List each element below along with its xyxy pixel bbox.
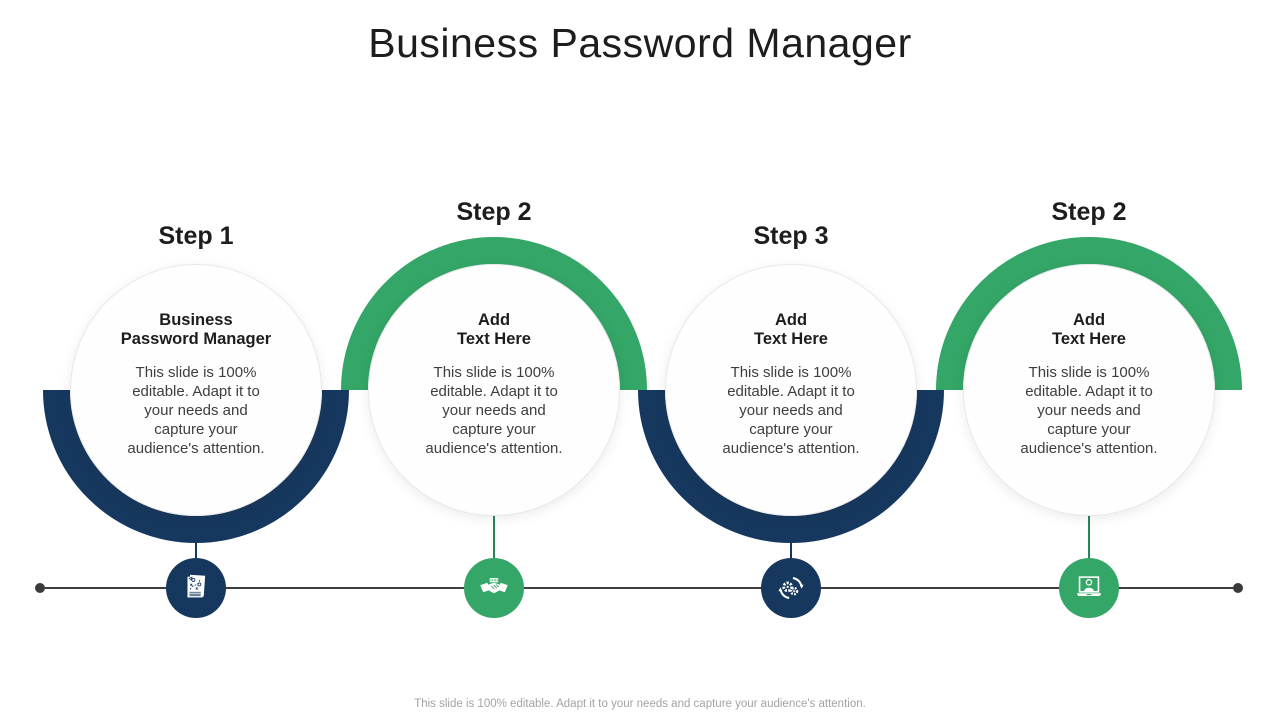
step-group-3: Step 3 Add Text Here This slide is 100% … bbox=[638, 223, 944, 543]
step-circle bbox=[963, 264, 1215, 516]
page-title: Business Password Manager bbox=[368, 20, 912, 66]
step-description: This slide is 100% editable. Adapt it to… bbox=[1020, 364, 1158, 457]
handshake-icon bbox=[480, 578, 508, 594]
step-label: Step 2 bbox=[1051, 198, 1127, 226]
timeline-start-dot bbox=[35, 583, 45, 593]
strategy-document-icon bbox=[187, 574, 206, 598]
step-heading: Add Text Here bbox=[754, 311, 828, 348]
step-label: Step 2 bbox=[456, 198, 532, 226]
step-heading: Add Text Here bbox=[1052, 311, 1126, 348]
step-group-4: Step 2 Add Text Here This slide is 100% … bbox=[936, 199, 1242, 543]
process-gears-icon bbox=[778, 577, 804, 599]
step-heading: Business Password Manager bbox=[120, 311, 272, 348]
timeline-end-dot bbox=[1233, 583, 1243, 593]
timeline-line bbox=[40, 587, 1238, 589]
step-description: This slide is 100% editable. Adapt it to… bbox=[127, 364, 265, 457]
connector-line-step3 bbox=[790, 512, 792, 588]
step-group-1: Step 1 Business Password Manager This sl… bbox=[43, 223, 349, 543]
step-circle bbox=[70, 264, 322, 516]
connector-line-step1 bbox=[195, 512, 197, 588]
step-heading: Add Text Here bbox=[457, 311, 531, 348]
step-label: Step 1 bbox=[158, 222, 234, 250]
step-label: Step 3 bbox=[753, 222, 829, 250]
timeline-node-4 bbox=[1059, 558, 1119, 618]
step-description: This slide is 100% editable. Adapt it to… bbox=[722, 364, 860, 457]
connector-line-step4 bbox=[1088, 512, 1090, 588]
step-circle bbox=[368, 264, 620, 516]
step-circle bbox=[665, 264, 917, 516]
timeline-node-2 bbox=[464, 558, 524, 618]
timeline-node-3 bbox=[761, 558, 821, 618]
footer-note: This slide is 100% editable. Adapt it to… bbox=[414, 698, 866, 710]
step-group-2: Step 2 Add Text Here This slide is 100% … bbox=[341, 199, 647, 543]
timeline-node-1 bbox=[166, 558, 226, 618]
connector-line-step2 bbox=[493, 512, 495, 588]
laptop-presenter-icon bbox=[1076, 576, 1102, 597]
step-description: This slide is 100% editable. Adapt it to… bbox=[425, 364, 563, 457]
